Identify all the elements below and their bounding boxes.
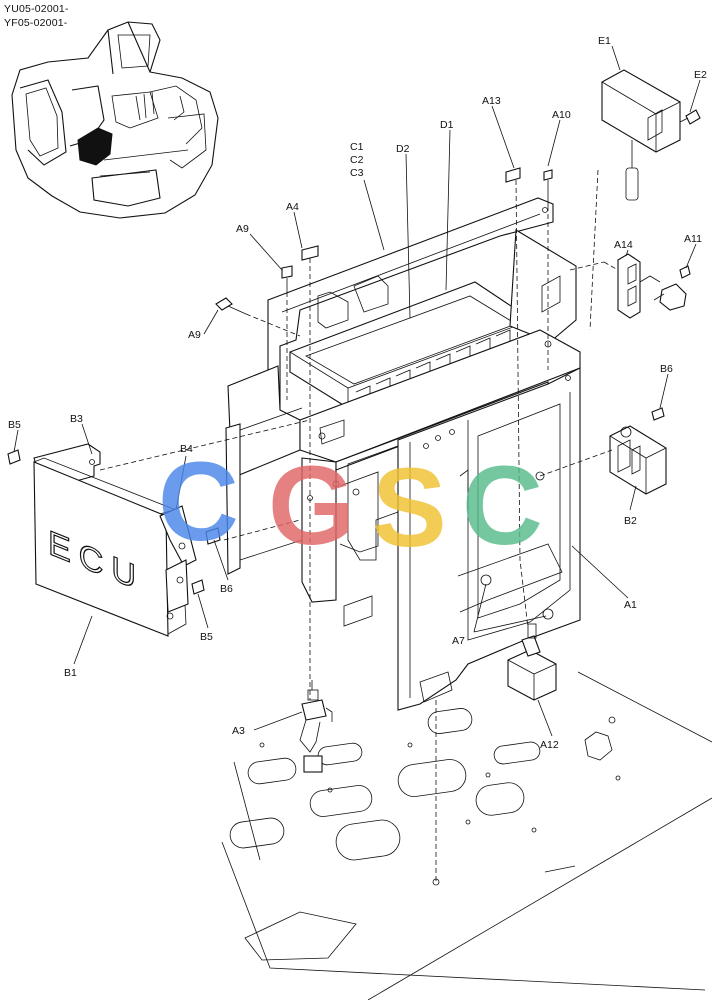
relay-a14 — [603, 253, 691, 319]
watermark: C G S C — [158, 439, 543, 570]
leader-lines — [13, 45, 701, 737]
serial-range-1: YU05-02001- — [4, 3, 69, 15]
watermark-letter-4: C — [462, 443, 543, 568]
callout-c1: C1 — [350, 141, 364, 153]
floor-plate — [221, 671, 713, 1000]
switch-a12 — [507, 623, 557, 701]
callout-a1: A1 — [624, 599, 637, 611]
callout-b1: B1 — [64, 667, 77, 679]
callout-a10: A10 — [552, 109, 571, 121]
callout-b3: B3 — [70, 413, 83, 425]
assembly-lines — [99, 169, 613, 882]
callout-a13: A13 — [482, 95, 501, 107]
callout-a11: A11 — [684, 233, 702, 245]
callout-e1: E1 — [598, 35, 611, 47]
callout-labels: E1 E2 A13 A10 D1 C1 C2 C3 D2 A4 A9 A9 A1… — [8, 35, 707, 751]
callout-c2: C2 — [350, 154, 364, 166]
callout-d1: D1 — [440, 119, 454, 131]
callout-d2: D2 — [396, 143, 410, 155]
callout-a3: A3 — [232, 725, 245, 737]
machine-location-inset — [11, 21, 219, 219]
callout-b5-bottom: B5 — [200, 631, 213, 643]
serial-range-2: YF05-02001- — [4, 17, 68, 29]
main-bracket — [225, 229, 581, 711]
callout-e2: E2 — [694, 69, 707, 81]
watermark-letter-3: S — [372, 445, 447, 570]
callout-a7: A7 — [452, 635, 465, 647]
watermark-letter-2: G — [268, 443, 355, 568]
relay-e1 — [601, 69, 701, 201]
callout-a9-top: A9 — [236, 223, 249, 235]
watermark-letter-1: C — [158, 439, 239, 564]
callout-b4: B4 — [180, 443, 193, 455]
fasteners — [7, 167, 553, 595]
callout-a4: A4 — [286, 201, 299, 213]
callout-c3: C3 — [350, 167, 364, 179]
switch-a3 — [299, 680, 333, 773]
callout-b2: B2 — [624, 515, 637, 527]
callout-b5-top: B5 — [8, 419, 21, 431]
callout-a14: A14 — [614, 239, 633, 251]
callout-a12: A12 — [540, 739, 559, 751]
ecu-cover-assembly — [33, 443, 197, 637]
callout-b6-left: B6 — [220, 583, 233, 595]
callout-a9-left: A9 — [188, 329, 201, 341]
relay-b2 — [609, 407, 667, 495]
callout-b6-right: B6 — [660, 363, 673, 375]
